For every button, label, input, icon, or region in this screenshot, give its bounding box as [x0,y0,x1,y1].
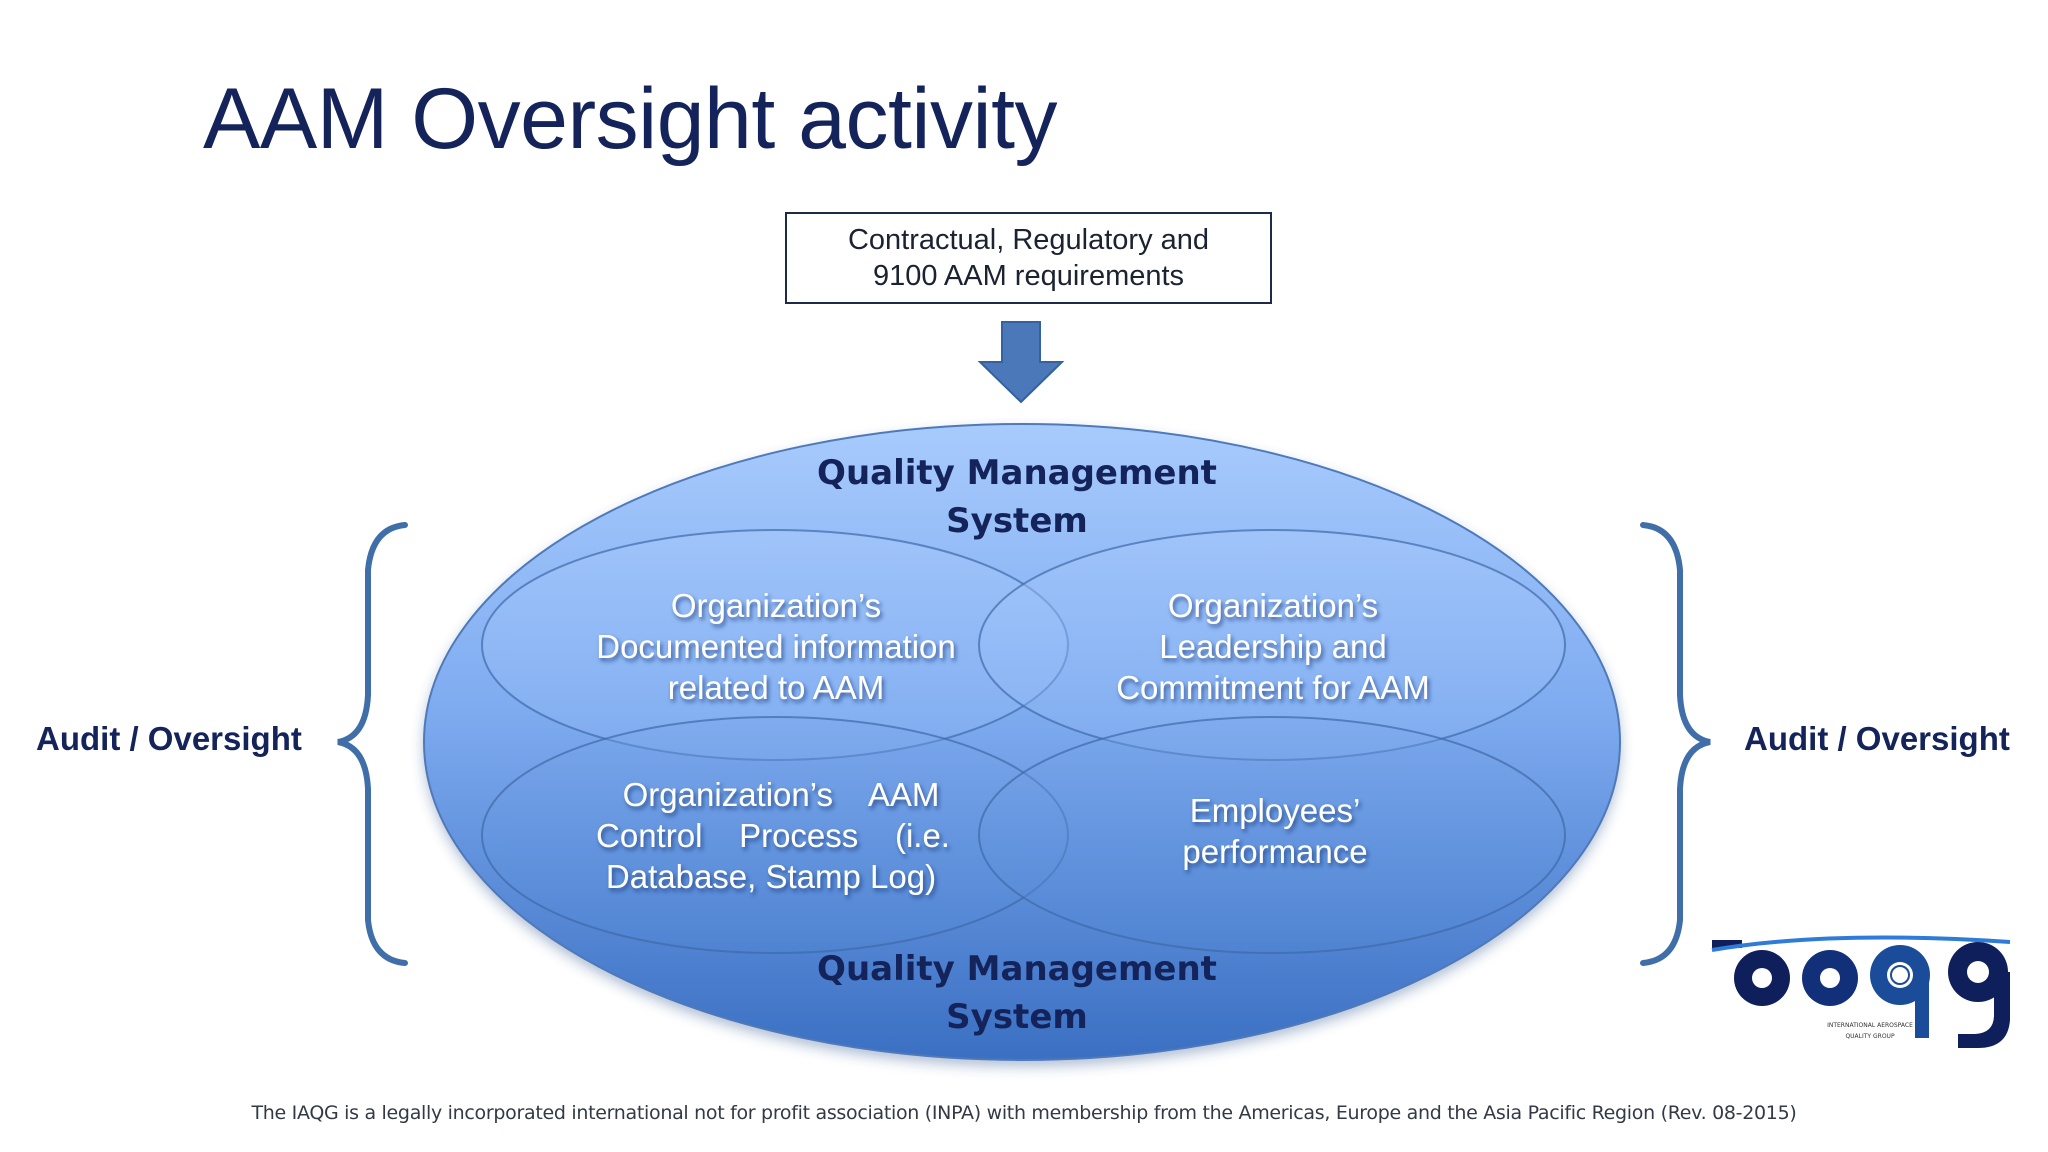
qms-top-line-2: System [946,501,1088,541]
leadership-line-3: Commitment for AAM [1116,669,1430,706]
requirements-line-2: 9100 AAM requirements [872,260,1185,292]
leadership-line-1: Organization’s [1168,587,1378,624]
control-line-2: Control Process (i.e. [596,817,950,854]
left-brace-icon [337,522,408,966]
circle-employees [978,716,1566,954]
slide-title: AAM Oversight activity [203,71,1058,167]
employees-line-2: performance [1182,833,1367,870]
qms-top-line-1: Quality Management [817,453,1217,493]
requirements-box: Contractual, Regulatory and 9100 AAM req… [785,212,1272,304]
documented-line-1: Organization’s [671,587,881,624]
audit-oversight-right: Audit / Oversight [1744,720,2010,757]
documented-line-3: related to AAM [668,669,884,706]
qms-bottom-line-2: System [946,997,1088,1037]
arrow-down-icon [977,321,1065,404]
logo-tagline-2: QUALITY GROUP [1845,1033,1895,1040]
employees-line-1: Employees’ [1190,792,1361,829]
qms-bottom-line-1: Quality Management [817,949,1217,989]
documented-line-2: Documented information [596,628,956,665]
control-line-3: Database, Stamp Log) [606,858,936,895]
control-line-1: Organization’s AAM [623,776,940,813]
right-brace-icon [1640,522,1711,966]
logo-tagline-1: INTERNATIONAL AEROSPACE [1827,1022,1913,1029]
iaqg-logo: INTERNATIONAL AEROSPACE QUALITY GROUP [1711,933,2012,1053]
footer-note: The IAQG is a legally incorporated inter… [251,1102,1797,1124]
audit-oversight-left: Audit / Oversight [36,720,302,757]
leadership-line-2: Leadership and [1159,628,1387,665]
requirements-line-1: Contractual, Regulatory and [847,224,1210,256]
